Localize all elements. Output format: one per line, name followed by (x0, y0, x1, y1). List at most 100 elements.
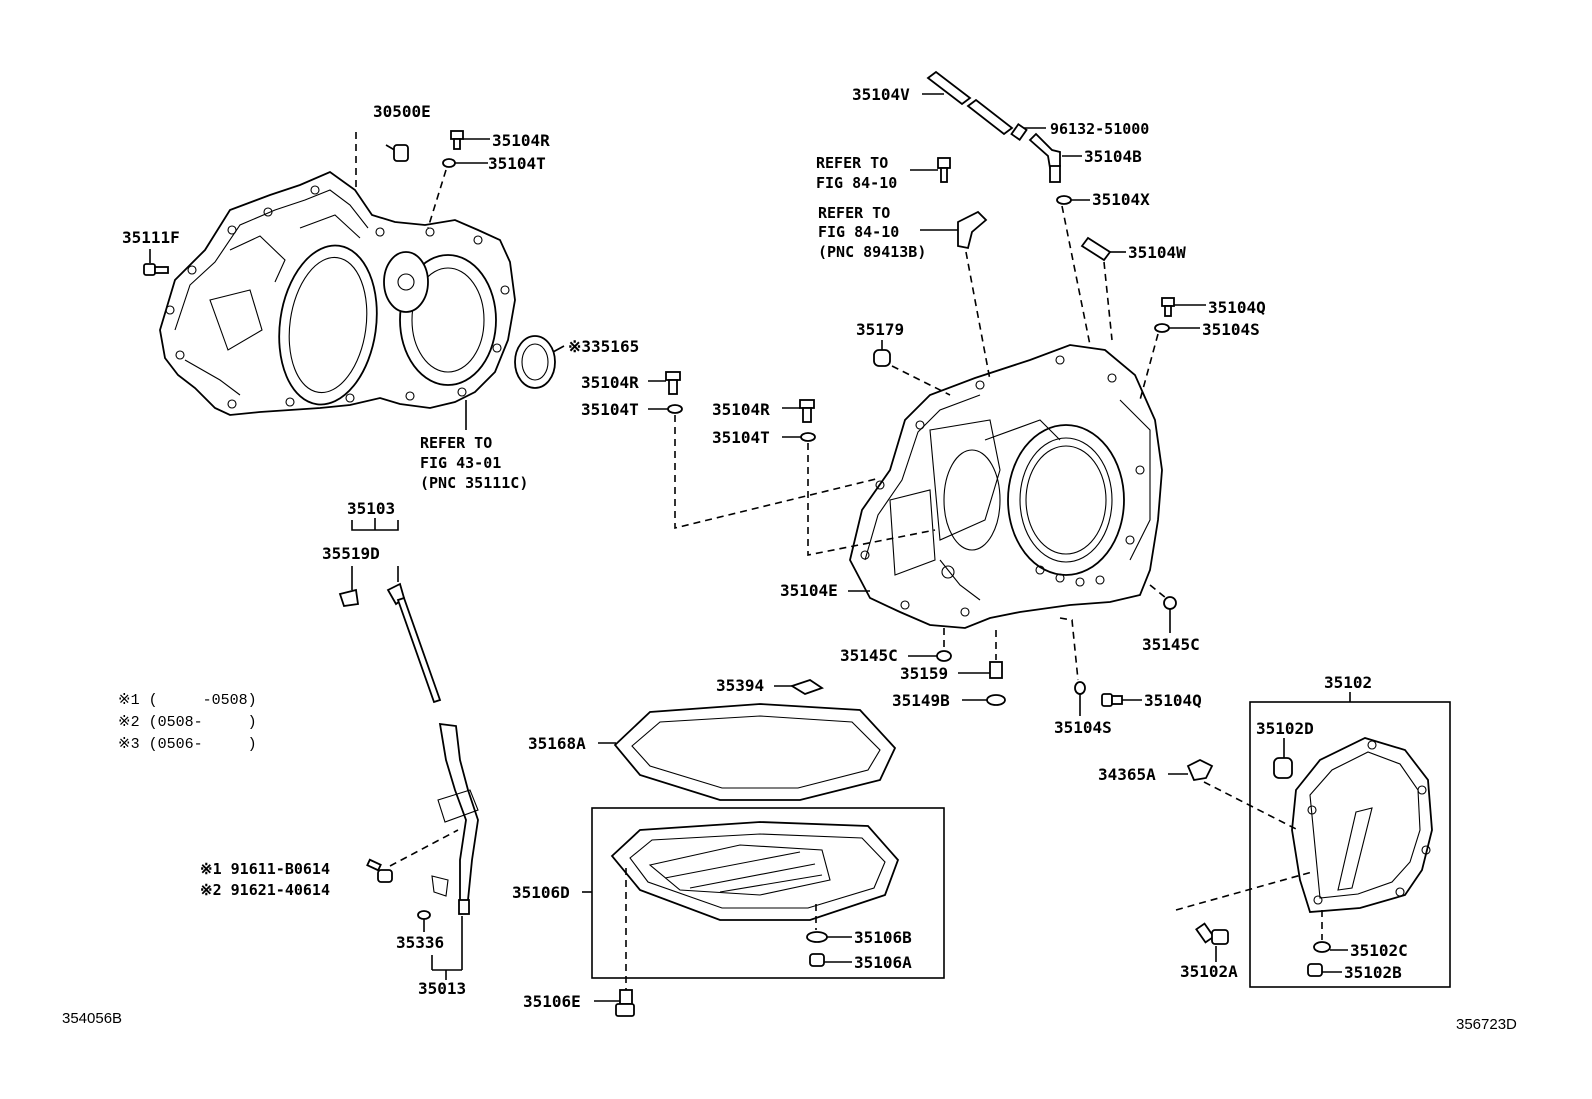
label-35145C-b[interactable]: 35145C (1142, 635, 1200, 654)
bolt-35104Q-a (1161, 297, 1206, 317)
label-35165[interactable]: ※335165 (568, 337, 640, 356)
elbow-35104B (1028, 132, 1082, 183)
oring-35104T-a (442, 158, 488, 168)
refer-fig43-line3: (PNC 35111C) (420, 474, 529, 492)
bolt-35102B (1307, 963, 1342, 977)
label-91621-40614[interactable]: ※2 91621-40614 (200, 881, 330, 899)
refer-fig43-line2[interactable]: FIG 43-01 (420, 454, 502, 472)
transaxle-case-right (849, 344, 1163, 629)
plug-30500E (385, 144, 409, 162)
refer-fig84-a-line2[interactable]: FIG 84-10 (816, 174, 898, 192)
oring-35104X (1056, 195, 1090, 205)
oil-seal-35165 (514, 335, 556, 389)
refer-fig43-line1: REFER TO (420, 434, 493, 452)
label-35104R-b[interactable]: 35104R (581, 373, 639, 392)
plug-35106A (809, 953, 852, 967)
label-35102B[interactable]: 35102B (1344, 963, 1402, 982)
pin-35159 (958, 661, 1003, 679)
label-35104S-a[interactable]: 35104S (1202, 320, 1260, 339)
bolt-35104R-c (782, 399, 815, 423)
label-35104S-b[interactable]: 35104S (1054, 718, 1112, 737)
label-35104Q-a[interactable]: 35104Q (1208, 298, 1266, 317)
gasket-35106B (806, 931, 852, 943)
oring-35102C (1313, 941, 1348, 953)
bolt-fig84-10 (910, 157, 951, 183)
plate-35394 (774, 679, 824, 695)
clip-34365A (1168, 758, 1214, 782)
label-35104R-c[interactable]: 35104R (712, 400, 770, 419)
transaxle-housing-left (159, 170, 516, 416)
oring-35145C-b (1163, 596, 1177, 610)
refer-fig84-b-line3: (PNC 89413B) (818, 243, 927, 261)
oring-35104S-a (1154, 323, 1200, 333)
pipe-35104W (1080, 236, 1126, 262)
note-3: ※3 (0506- ) (118, 736, 257, 753)
drawing-code-right: 356723D (1456, 1016, 1517, 1033)
oring-35104S-b (1074, 681, 1086, 695)
drawing-code-left: 354056B (62, 1010, 123, 1027)
bolt-35104Q-b (1101, 693, 1142, 707)
bolt-35106E (594, 989, 635, 1017)
label-35159[interactable]: 35159 (900, 664, 949, 683)
label-35168A[interactable]: 35168A (528, 734, 586, 753)
label-35106D[interactable]: 35106D (512, 883, 570, 902)
label-35106E[interactable]: 35106E (523, 992, 581, 1011)
refer-fig84-b-line1: REFER TO (818, 204, 891, 222)
label-35104Q-b[interactable]: 35104Q (1144, 691, 1202, 710)
bolt-35111F (143, 263, 169, 276)
label-35102C[interactable]: 35102C (1350, 941, 1408, 960)
label-35102D[interactable]: 35102D (1256, 719, 1314, 738)
label-35104T-c[interactable]: 35104T (712, 428, 770, 447)
label-35149B[interactable]: 35149B (892, 691, 950, 710)
label-35104X[interactable]: 35104X (1092, 190, 1150, 209)
label-35145C-a[interactable]: 35145C (840, 646, 898, 665)
oring-35336 (417, 910, 431, 920)
cover-35102 (1291, 737, 1433, 913)
oring-35145C-a (908, 650, 952, 662)
label-35104W[interactable]: 35104W (1128, 243, 1186, 262)
label-91611-B0614[interactable]: ※1 91611-B0614 (200, 860, 330, 878)
refer-fig84-b-line2[interactable]: FIG 84-10 (818, 223, 900, 241)
speed-sensor-89413B (920, 210, 988, 250)
plug-35179 (873, 349, 891, 367)
label-35104T-a[interactable]: 35104T (488, 154, 546, 173)
bolt-35104R-b (648, 371, 681, 395)
washer-35149B (962, 694, 1006, 706)
oring-35104T-c (782, 432, 816, 442)
oil-filler-tube-35013 (431, 722, 479, 980)
gasket-35168A (613, 703, 897, 801)
label-35106B[interactable]: 35106B (854, 928, 912, 947)
label-35104V[interactable]: 35104V (852, 85, 910, 104)
label-35013[interactable]: 35013 (418, 979, 467, 998)
refer-fig84-a-line1: REFER TO (816, 154, 889, 172)
label-35102[interactable]: 35102 (1324, 673, 1373, 692)
union-96132-51000 (1010, 122, 1046, 142)
label-35106A[interactable]: 35106A (854, 953, 912, 972)
oring-35104T-b (648, 404, 683, 414)
label-35104B[interactable]: 35104B (1084, 147, 1142, 166)
label-35104T-b[interactable]: 35104T (581, 400, 639, 419)
bolt-35102A (1195, 922, 1229, 945)
bolt-91611 (366, 858, 393, 883)
oil-level-gauge-35103 (338, 518, 442, 704)
label-35104E[interactable]: 35104E (780, 581, 838, 600)
label-35111F[interactable]: 35111F (122, 228, 180, 247)
label-30500E[interactable]: 30500E (373, 102, 431, 121)
note-1: ※1 ( -0508) (118, 692, 257, 709)
label-35102A[interactable]: 35102A (1180, 962, 1238, 981)
oil-pan-box (591, 807, 945, 979)
label-35103[interactable]: 35103 (347, 499, 396, 518)
label-35179[interactable]: 35179 (856, 320, 905, 339)
label-35336[interactable]: 35336 (396, 933, 445, 952)
label-35394[interactable]: 35394 (716, 676, 765, 695)
note-2: ※2 (0508- ) (118, 714, 257, 731)
tube-35104V (922, 70, 1014, 136)
label-35519D[interactable]: 35519D (322, 544, 380, 563)
label-35104R-a[interactable]: 35104R (492, 131, 550, 150)
plug-35102D (1273, 757, 1293, 779)
label-34365A[interactable]: 34365A (1098, 765, 1156, 784)
bolt-35104R-a (450, 130, 490, 150)
label-96132-51000[interactable]: 96132-51000 (1050, 120, 1150, 138)
